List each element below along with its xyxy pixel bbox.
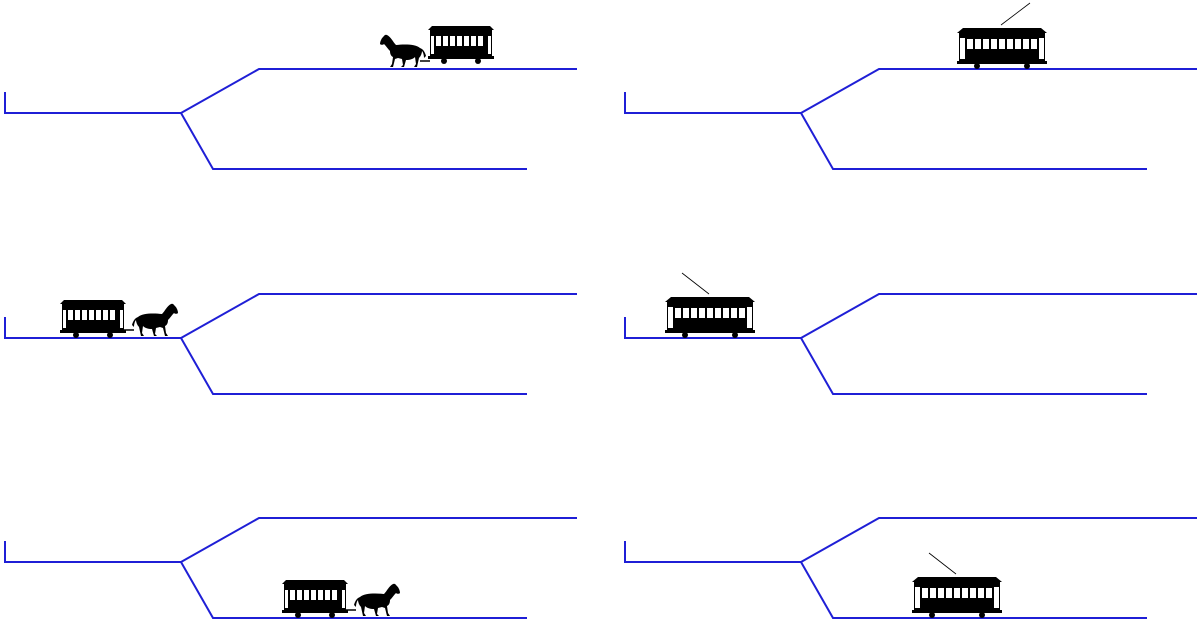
upper-branch — [800, 517, 1197, 563]
horse-icon — [380, 34, 426, 67]
main-line — [624, 317, 801, 339]
electric-tram-main-line-track — [624, 293, 1197, 395]
lower-branch — [800, 561, 1147, 619]
trolley-pole — [928, 552, 957, 575]
horse-tram-lower-branch-track — [4, 517, 577, 619]
horse-tram-car-icon — [282, 580, 348, 618]
horse-tram-car-icon — [428, 26, 494, 64]
main-line — [4, 92, 181, 114]
upper-branch — [180, 293, 577, 339]
horse-tram-main-line — [60, 300, 178, 338]
horse-tram-lower-branch — [282, 580, 400, 618]
horse-icon — [354, 583, 400, 616]
upper-branch — [180, 68, 577, 114]
electric-tram-lower-branch — [912, 552, 1002, 618]
lower-branch — [180, 337, 527, 395]
lower-branch — [180, 561, 527, 619]
track-layouts — [4, 68, 1197, 619]
electric-tram-upper-branch-track — [624, 68, 1197, 170]
electric-tram-main-line — [665, 272, 755, 338]
electric-tram-icon — [665, 297, 755, 338]
vehicles — [60, 2, 1047, 618]
horse-tram-upper-branch-track — [4, 68, 577, 170]
electric-tram-upper-branch — [957, 2, 1047, 69]
lower-branch — [800, 337, 1147, 395]
upper-branch — [800, 293, 1197, 339]
horse-tram-upper-branch — [380, 26, 494, 67]
electric-tram-icon — [957, 28, 1047, 69]
trolley-pole — [681, 272, 710, 295]
trolley-pole — [1000, 2, 1031, 26]
horse-tram-car-icon — [60, 300, 126, 338]
electric-tram-icon — [912, 577, 1002, 618]
horse-icon — [132, 303, 178, 336]
main-line — [4, 541, 181, 563]
main-line — [4, 317, 181, 339]
main-line — [624, 541, 801, 563]
lower-branch — [800, 112, 1147, 170]
main-line — [624, 92, 801, 114]
horse-tram-main-line-track — [4, 293, 577, 395]
lower-branch — [180, 112, 527, 170]
upper-branch — [800, 68, 1197, 114]
upper-branch — [180, 517, 577, 563]
electric-tram-lower-branch-track — [624, 517, 1197, 619]
